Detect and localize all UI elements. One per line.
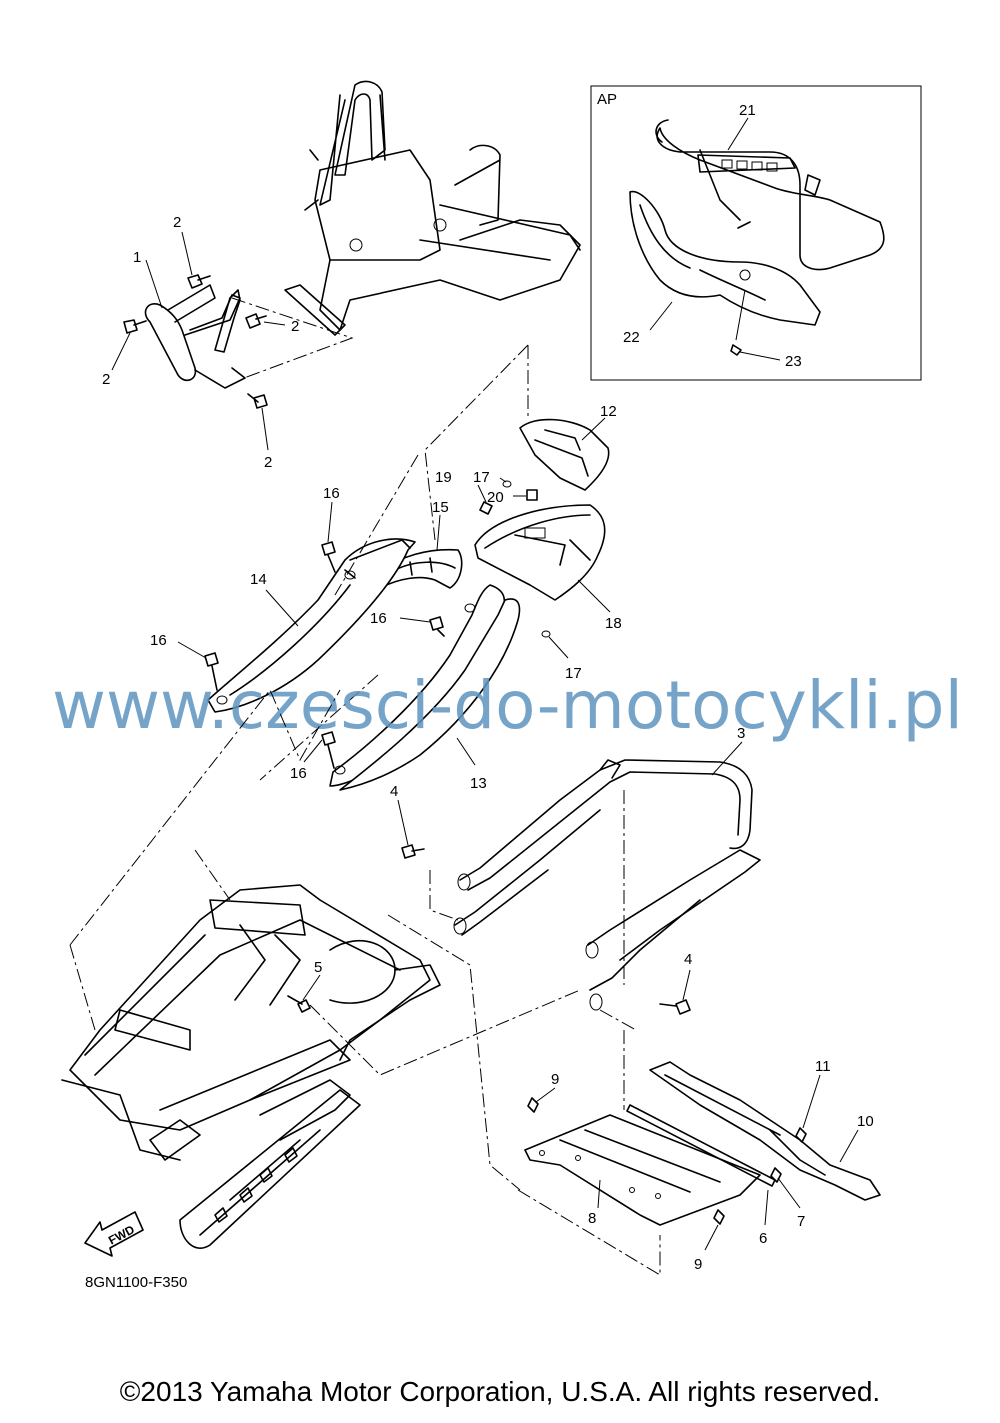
watermark: www.czesci-do-motocykli.pl xyxy=(52,667,963,744)
front-guard xyxy=(111,231,354,451)
callout-4b: 4 xyxy=(684,951,692,968)
front-frame xyxy=(284,80,581,336)
callout-20: 20 xyxy=(487,489,504,506)
callout-6: 6 xyxy=(759,1230,767,1247)
callout-17b: 17 xyxy=(565,665,582,682)
callout-17a: 17 xyxy=(473,469,490,486)
callout-21: 21 xyxy=(739,102,756,119)
rear-frame xyxy=(61,689,581,1249)
copyright-notice: ©2013 Yamaha Motor Corporation, U.S.A. A… xyxy=(119,1376,881,1407)
callout-9b: 9 xyxy=(694,1256,702,1273)
callout-2b: 2 xyxy=(102,371,110,388)
callout-19: 19 xyxy=(435,469,452,486)
rear-fender-group xyxy=(177,344,611,791)
inset-label: AP xyxy=(597,91,617,108)
inset-ap: AP 21 22 23 xyxy=(590,85,922,381)
callout-15: 15 xyxy=(432,499,449,516)
diagram-code: 8GN1100-F350 xyxy=(85,1274,187,1291)
callout-9a: 9 xyxy=(551,1071,559,1088)
fwd-arrow: FWD xyxy=(84,1211,144,1257)
callout-4a: 4 xyxy=(390,783,398,800)
callout-5: 5 xyxy=(314,959,322,976)
callout-1: 1 xyxy=(133,249,141,266)
callout-8: 8 xyxy=(588,1210,596,1227)
rear-carrier xyxy=(397,741,761,1031)
callout-2a: 2 xyxy=(173,214,181,231)
callout-11: 11 xyxy=(815,1058,831,1075)
callout-16c: 16 xyxy=(150,632,167,649)
callout-16b: 16 xyxy=(370,610,387,627)
callout-22: 22 xyxy=(623,329,640,346)
callout-2d: 2 xyxy=(264,454,272,471)
callout-12: 12 xyxy=(600,403,617,420)
callout-13: 13 xyxy=(470,775,487,792)
callout-14: 14 xyxy=(250,571,267,588)
callout-2c: 2 xyxy=(291,318,299,335)
callout-10: 10 xyxy=(857,1113,874,1130)
lower-panels xyxy=(517,1030,881,1276)
callout-3: 3 xyxy=(737,725,745,742)
callout-23: 23 xyxy=(785,353,802,370)
callout-16d: 16 xyxy=(290,765,307,782)
callout-7: 7 xyxy=(797,1213,805,1230)
callout-16a: 16 xyxy=(323,485,340,502)
callout-18: 18 xyxy=(605,615,622,632)
